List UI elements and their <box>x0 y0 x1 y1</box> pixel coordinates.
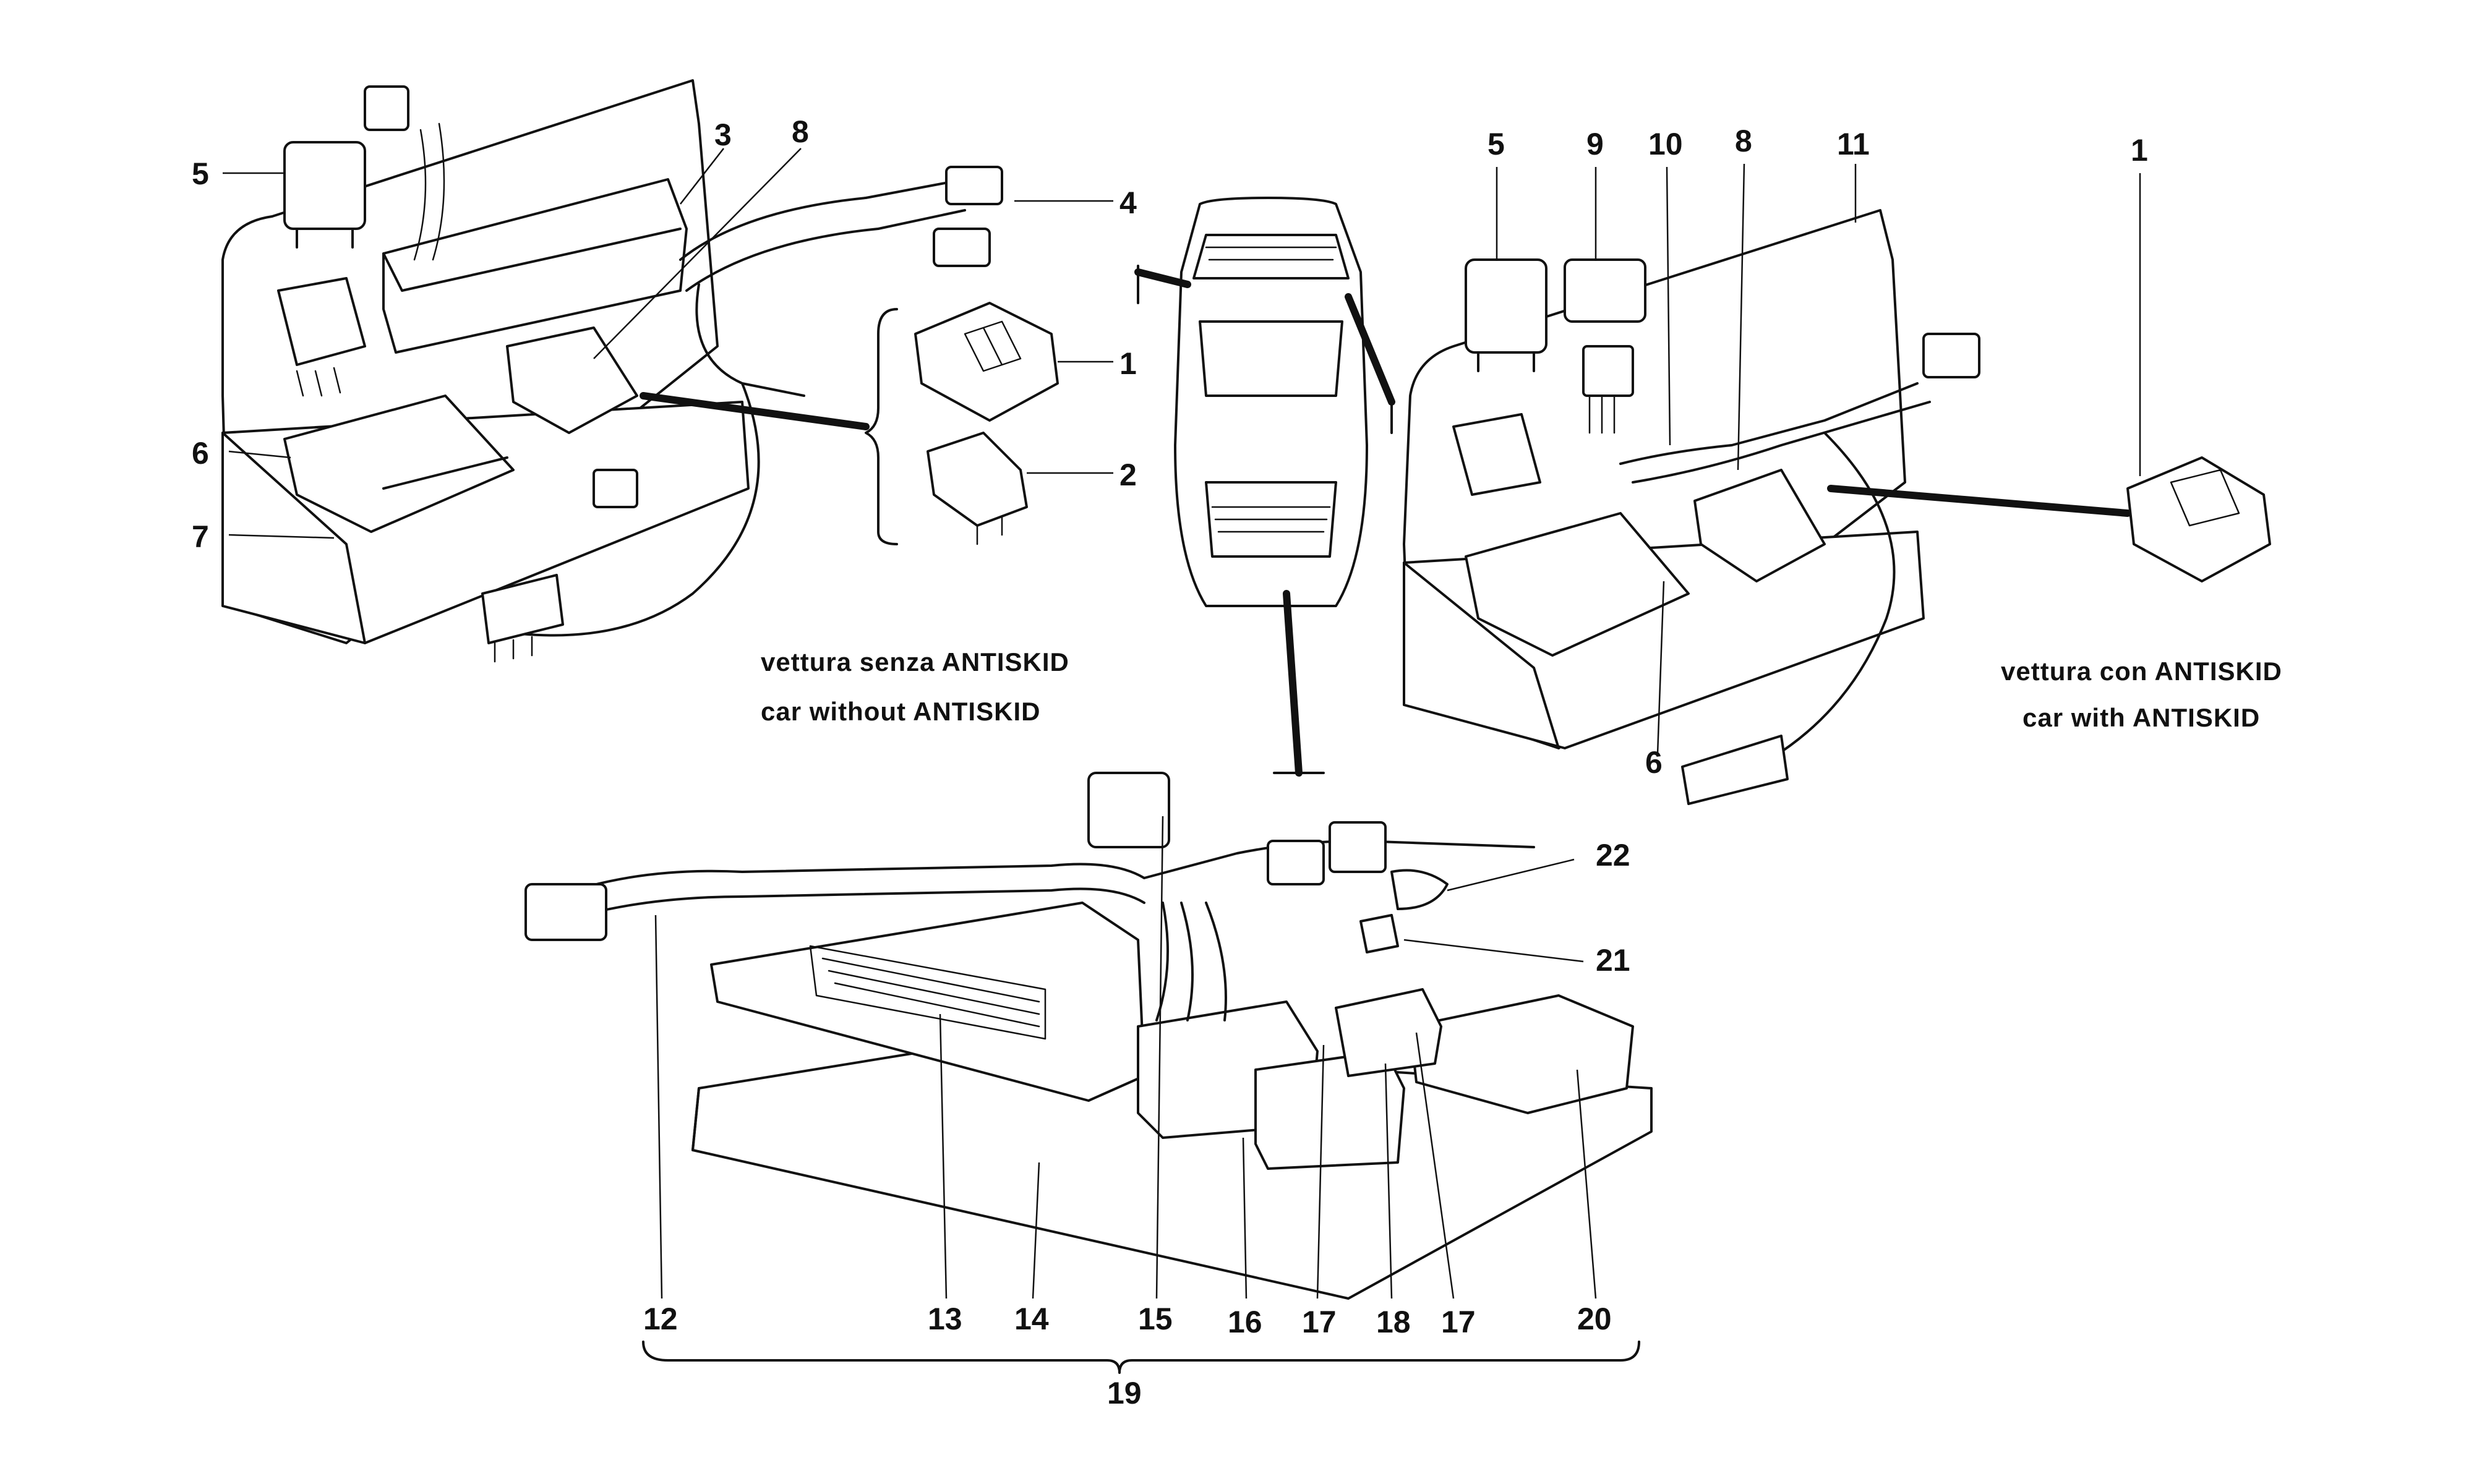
callout-7: 7 <box>192 519 209 554</box>
callout-10: 10 <box>1648 127 1683 161</box>
callout-13: 13 <box>928 1302 962 1336</box>
callout-9: 9 <box>1586 127 1604 161</box>
callout-11: 11 <box>1837 127 1870 161</box>
caption-left-english: car without ANTISKID <box>761 697 1040 726</box>
caption-left-italian: vettura senza ANTISKID <box>761 647 1069 676</box>
callout-19: 19 <box>1107 1376 1142 1410</box>
callout-3: 3 <box>714 117 732 152</box>
caption-right-italian: vettura con ANTISKID <box>2001 657 2282 686</box>
right-assembly <box>1403 209 2271 805</box>
callout-1-left: 1 <box>1119 346 1137 381</box>
callout-4: 4 <box>1119 186 1137 220</box>
callout-numbers: 5 3 8 4 1 2 6 7 5 9 10 8 11 1 6 22 21 12… <box>192 114 2148 1410</box>
relay-options <box>865 302 1059 545</box>
callout-8-left: 8 <box>792 114 809 149</box>
callout-8-right: 8 <box>1735 124 1752 158</box>
callout-15: 15 <box>1138 1302 1173 1336</box>
callout-22: 22 <box>1596 838 1630 872</box>
leader-lines <box>223 148 2141 1374</box>
callout-17-a: 17 <box>1302 1305 1337 1339</box>
car-outline <box>1134 197 1395 777</box>
callout-18: 18 <box>1376 1305 1411 1339</box>
callout-6-right: 6 <box>1645 745 1663 780</box>
callout-21: 21 <box>1596 943 1630 978</box>
callout-2: 2 <box>1119 458 1137 492</box>
callout-5-left: 5 <box>192 156 209 191</box>
callout-12: 12 <box>643 1302 678 1336</box>
callout-6-left: 6 <box>192 436 209 471</box>
captions: vettura senza ANTISKID car without ANTIS… <box>761 647 2282 732</box>
bottom-assembly <box>524 772 1653 1300</box>
callout-14: 14 <box>1014 1302 1049 1336</box>
callout-1-right: 1 <box>2131 133 2148 168</box>
left-assembly <box>221 79 1003 663</box>
callout-20: 20 <box>1577 1302 1612 1336</box>
callout-16: 16 <box>1228 1305 1262 1339</box>
caption-right-english: car with ANTISKID <box>2022 703 2260 732</box>
callout-17-b: 17 <box>1441 1305 1476 1339</box>
callout-5-right: 5 <box>1487 127 1505 161</box>
